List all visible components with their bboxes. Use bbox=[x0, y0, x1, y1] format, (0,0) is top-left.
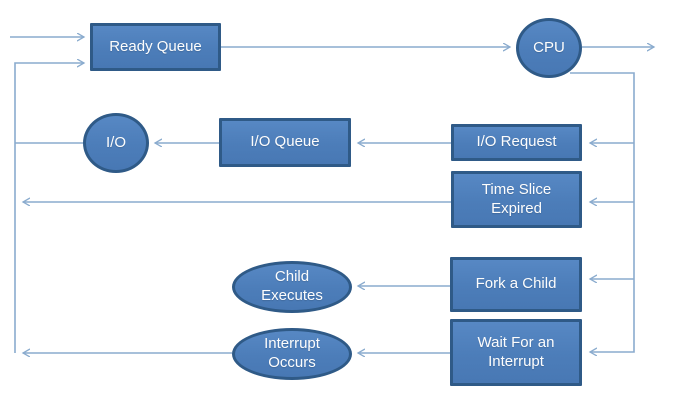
node-wait-for-an-interrupt: Wait For an Interrupt bbox=[450, 319, 582, 386]
node-time-slice-expired-label: Time Slice Expired bbox=[481, 180, 552, 217]
node-io-queue-label: I/O Queue bbox=[250, 133, 320, 151]
node-interrupt-occurs: Interrupt Occurs bbox=[232, 328, 352, 380]
node-time-slice-expired: Time Slice Expired bbox=[451, 171, 582, 228]
edge-branch-to-wait-interrupt bbox=[570, 72, 635, 352]
node-fork-a-child-label: Fork a Child bbox=[475, 275, 557, 293]
node-io: I/O bbox=[83, 113, 149, 173]
node-io-queue: I/O Queue bbox=[219, 118, 351, 167]
node-child-executes-label: Child Executes bbox=[261, 268, 323, 304]
node-io-request-label: I/O Request bbox=[476, 133, 557, 151]
node-cpu-label: CPU bbox=[533, 38, 565, 56]
node-wait-for-an-interrupt-label: Wait For an Interrupt bbox=[477, 333, 555, 370]
node-ready-queue: Ready Queue bbox=[90, 23, 221, 71]
node-cpu: CPU bbox=[516, 18, 582, 78]
node-ready-queue-label: Ready Queue bbox=[109, 37, 202, 55]
node-io-label: I/O bbox=[105, 133, 126, 151]
node-fork-a-child: Fork a Child bbox=[450, 257, 582, 312]
node-interrupt-occurs-label: Interrupt Occurs bbox=[264, 335, 320, 371]
node-child-executes: Child Executes bbox=[232, 261, 352, 313]
edge-feedback-to-ready-queue bbox=[14, 63, 84, 353]
node-io-request: I/O Request bbox=[451, 124, 582, 161]
